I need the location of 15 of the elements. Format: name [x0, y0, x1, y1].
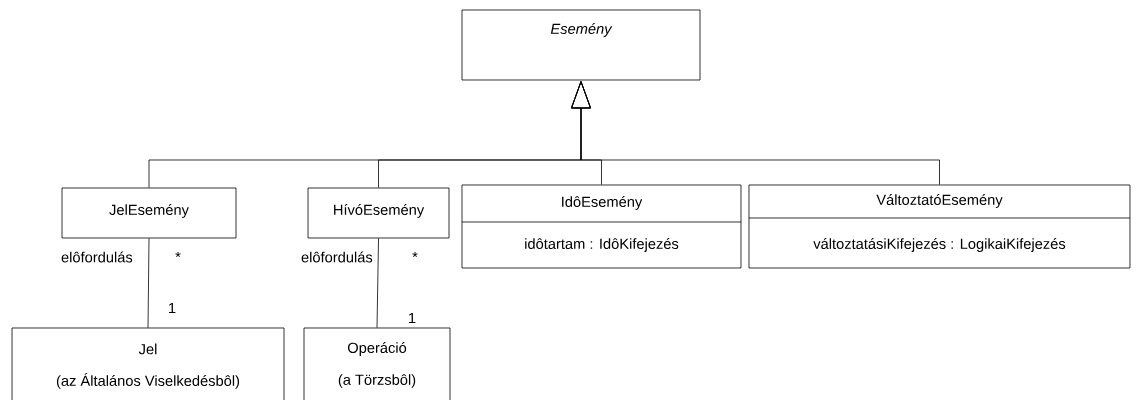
association-line [147, 238, 150, 329]
multiplicity: * [175, 251, 181, 258]
multiplicity: 1 [169, 302, 176, 314]
class-box: HívóEsemény [307, 187, 450, 239]
class-box: VáltoztatóEsemény változtatásiKifejezés : LogikaiKifejezés [748, 184, 1131, 269]
role-name: elôfordulás [61, 251, 133, 263]
class-box: Operáció (a Törzsbôl) [303, 327, 451, 400]
class-box: JelEsemény [61, 187, 237, 239]
generalization-arrow [571, 81, 940, 185]
role-name: elôfordulás [301, 251, 373, 263]
class-box: Jel (az Általános Viselkedésbôl) [11, 327, 285, 400]
class-box: IdôEsemény idôtartam : IdôKifejezés [461, 184, 742, 269]
class-box: Esemény [461, 9, 701, 81]
multiplicity: * [412, 251, 418, 258]
association-line [376, 238, 379, 329]
